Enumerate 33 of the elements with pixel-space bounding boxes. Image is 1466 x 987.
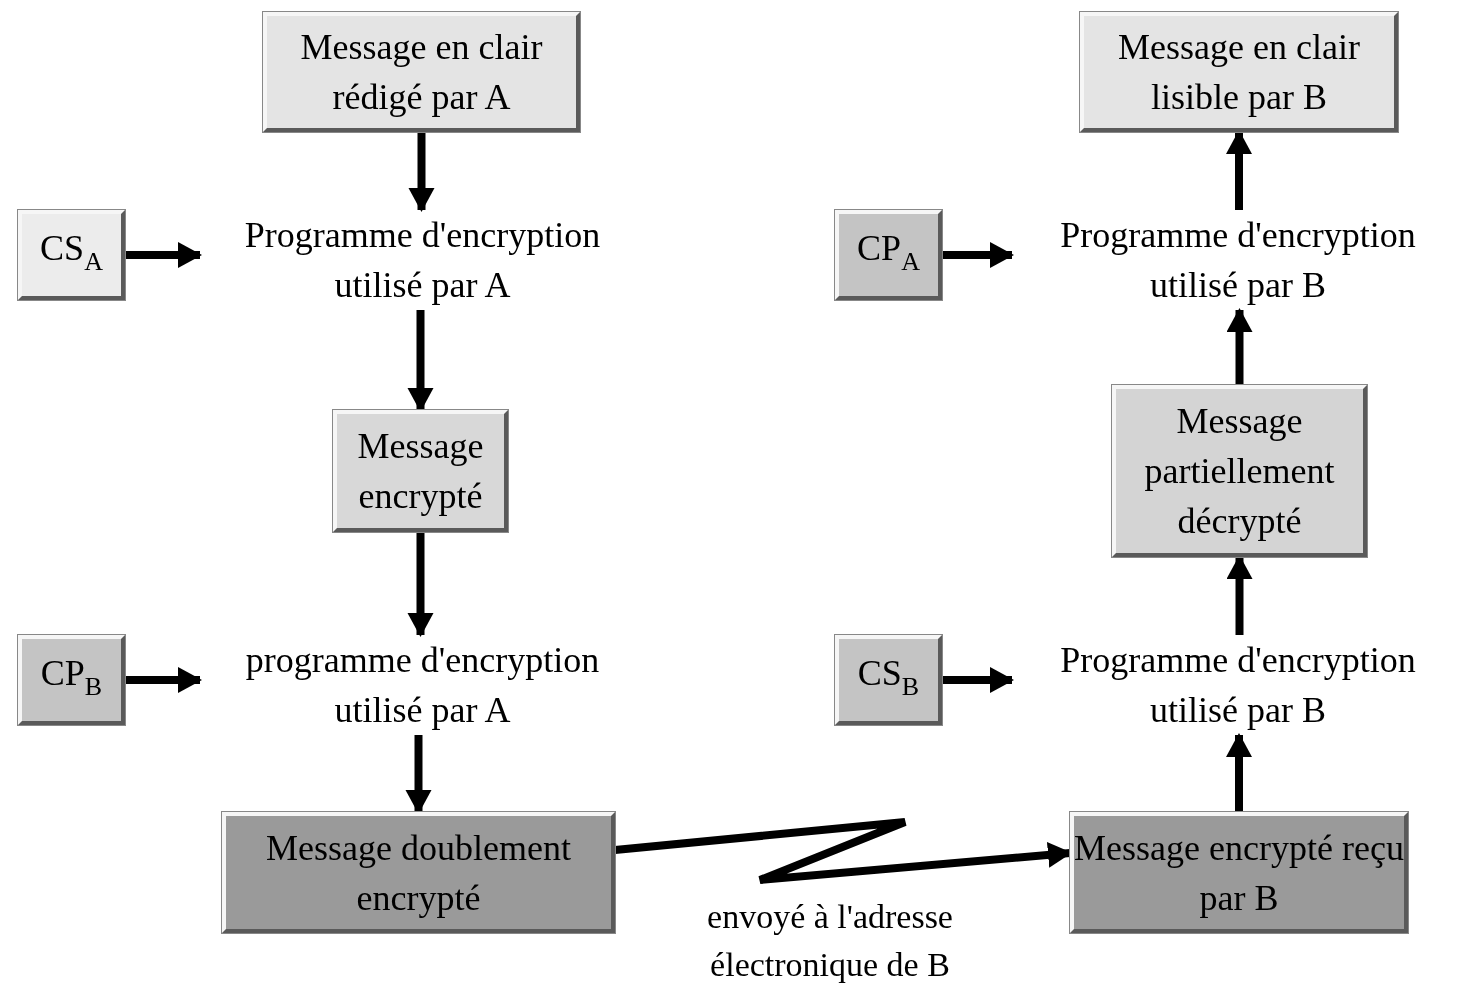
- key-box: [835, 210, 942, 300]
- process-text: Programme d'encryption utilisé par B: [1012, 210, 1464, 310]
- process-text: programme d'encryption utilisé par A: [200, 635, 645, 735]
- message-box: [1070, 812, 1408, 933]
- box-label: Message encrypté reçu par B: [1074, 826, 1404, 920]
- box-label: CP$_{A}$: [857, 227, 920, 278]
- arrow: [408, 132, 435, 212]
- arrow: [1226, 308, 1253, 385]
- arrow: [1226, 733, 1252, 812]
- box-label: Message en clair rédigé par A: [299, 26, 544, 119]
- zigzag-arrow: [614, 818, 1072, 884]
- key-box: [18, 210, 125, 300]
- message-box: [333, 410, 508, 532]
- message-box: [222, 812, 615, 933]
- message-box: [263, 12, 580, 132]
- process-text: Programme d'encryption utilisé par B: [1012, 635, 1464, 735]
- arrow: [407, 532, 434, 637]
- arrow: [942, 242, 1014, 268]
- key-box: [835, 635, 942, 725]
- box-label: CS$_{B}$: [857, 652, 920, 703]
- box-label: CS$_{A}$: [40, 227, 103, 278]
- process-text: Programme d'encryption utilisé par A: [200, 210, 645, 310]
- box-label: Message partiellement décrypté: [1143, 400, 1336, 543]
- key-box: [18, 635, 125, 725]
- box-label: Message en clair lisible par B: [1117, 26, 1361, 119]
- box-label: Message encrypté: [356, 425, 485, 518]
- box-label: CP$_{B}$: [40, 652, 103, 703]
- arrow: [942, 667, 1014, 693]
- arrow: [125, 667, 202, 693]
- message-box: [1112, 385, 1367, 557]
- box-label: Message doublement encrypté: [265, 826, 572, 920]
- message-box: [1080, 12, 1398, 132]
- arrow: [125, 242, 202, 268]
